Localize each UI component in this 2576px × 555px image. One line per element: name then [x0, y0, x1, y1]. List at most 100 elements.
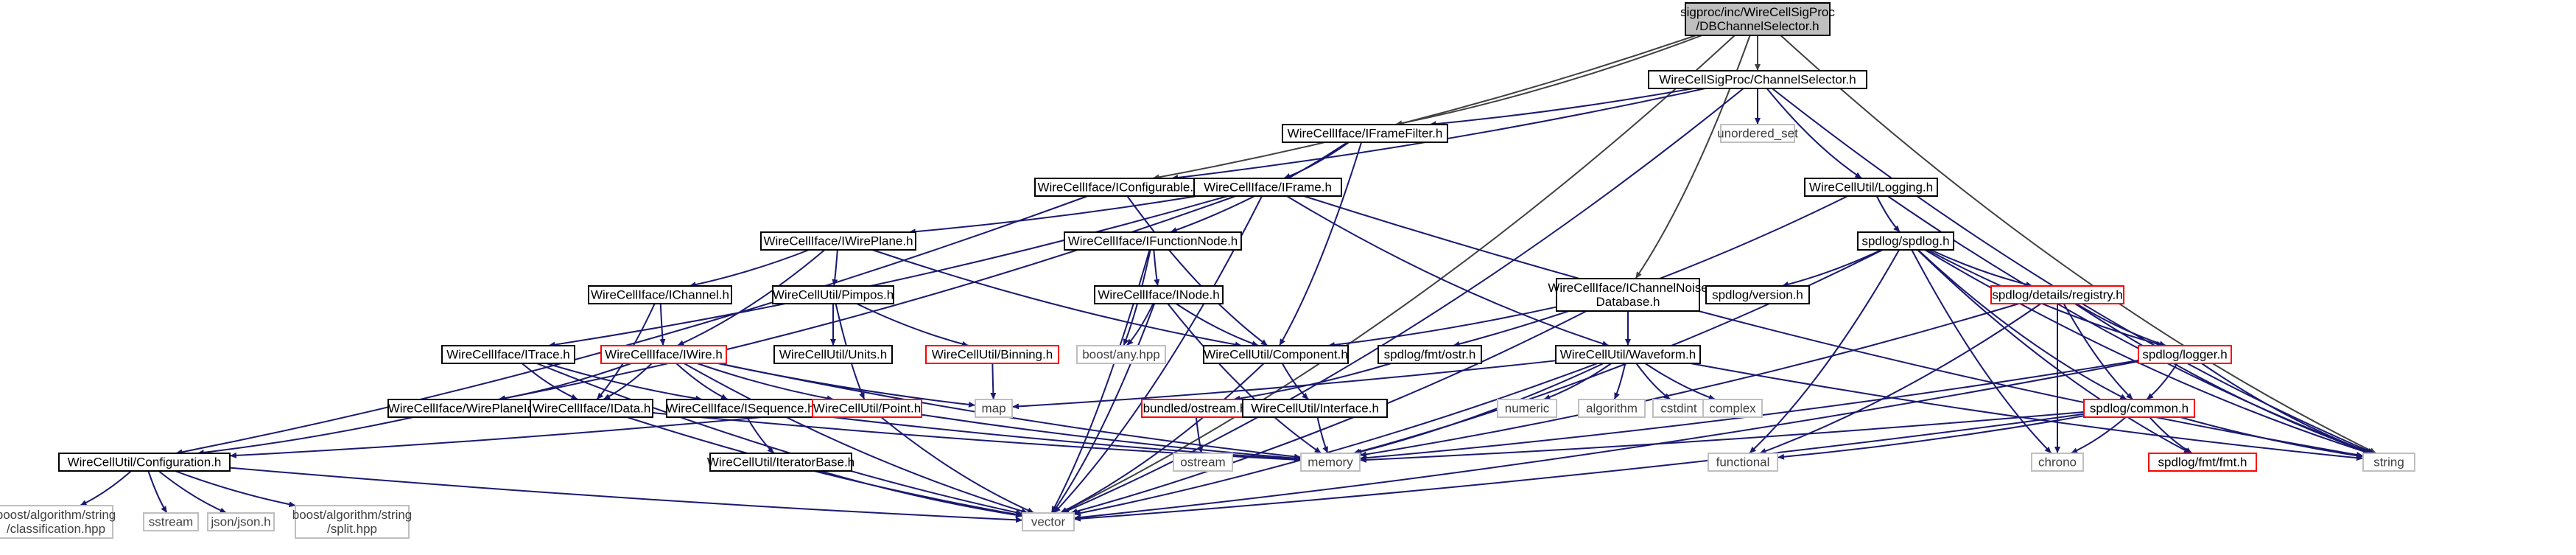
- edge-root-to-string: [1780, 35, 2377, 454]
- edge-iframe-to-string: [1303, 195, 2364, 458]
- node-box-units: [773, 345, 893, 364]
- edge-ichnoisedb-to-component: [1327, 306, 1557, 348]
- node-box-spdlog: [1857, 231, 1954, 251]
- node-iframefilter[interactable]: WireCellIface/IFrameFilter.h: [1282, 124, 1448, 143]
- node-chsel[interactable]: WireCellSigProc/ChannelSelector.h: [1648, 70, 1867, 89]
- edge-logging-to-spdlog: [1875, 195, 1901, 233]
- node-label-iteratorbase: WireCellUtil/IteratorBase.h: [707, 455, 854, 470]
- edge-spdlog-to-logger: [1927, 249, 2163, 347]
- node-label-iwireplane: WireCellIface/IWirePlane.h: [763, 234, 913, 248]
- edge-waveform-to-algorithm: [1613, 363, 1626, 400]
- node-label-classification: /classification.hpp: [7, 522, 105, 536]
- node-configuration[interactable]: WireCellUtil/Configuration.h: [58, 453, 231, 472]
- node-iwireplaneid[interactable]: WireCellIface/WirePlaneId.h: [387, 399, 545, 418]
- node-label-itrace: WireCellIface/ITrace.h: [446, 348, 570, 362]
- edge-interface-to-memory: [1316, 416, 1329, 454]
- edge-spdlog-to-functional: [1749, 249, 1901, 454]
- edge-iwire-to-point: [697, 363, 834, 402]
- node-iwireplane[interactable]: WireCellIface/IWirePlane.h: [760, 231, 916, 251]
- edge-chsel-to-vector: [1061, 88, 1744, 514]
- node-box-iconfigurable: [1034, 178, 1204, 197]
- node-ostream: ostream: [1173, 453, 1233, 472]
- edge-chsel-to-iframefilter: [1429, 88, 1694, 128]
- node-idata[interactable]: WireCellIface/IData.h: [530, 399, 653, 418]
- node-algorithm: algorithm: [1578, 399, 1646, 418]
- node-ifunctionnode[interactable]: WireCellIface/IFunctionNode.h: [1064, 231, 1242, 251]
- node-binning[interactable]: WireCellUtil/Binning.h: [925, 345, 1059, 364]
- node-box-pimpos: [772, 285, 894, 304]
- edge-waveform-to-numeric: [1543, 363, 1612, 400]
- edge-spdlog-to-chrono: [1911, 249, 2052, 454]
- node-box-component: [1203, 345, 1349, 364]
- node-label-map: map: [981, 402, 1006, 416]
- node-label-root: /DBChannelSelector.h: [1696, 19, 1819, 33]
- node-iteratorbase[interactable]: WireCellUtil/IteratorBase.h: [707, 453, 854, 472]
- node-ichannel[interactable]: WireCellIface/IChannel.h: [588, 285, 732, 304]
- edge-iteratorbase-to-vector: [820, 470, 1023, 518]
- edge-iwire-to-iwireplaneid: [498, 363, 632, 402]
- node-ostr[interactable]: spdlog/fmt/ostr.h: [1378, 345, 1482, 364]
- node-iwire[interactable]: WireCellIface/IWire.h: [600, 345, 727, 364]
- node-bundledostream[interactable]: bundled/ostream.h: [1141, 399, 1249, 418]
- edge-configuration-to-classification: [80, 470, 132, 506]
- node-label-iframefilter: WireCellIface/IFrameFilter.h: [1288, 127, 1443, 141]
- node-root[interactable]: sigproc/inc/WireCellSigProc/DBChannelSel…: [1680, 2, 1835, 36]
- node-point[interactable]: WireCellUtil/Point.h: [812, 399, 922, 418]
- edge-configuration-to-vector: [229, 467, 1023, 523]
- node-common[interactable]: spdlog/common.h: [2083, 399, 2195, 418]
- node-interface[interactable]: WireCellUtil/Interface.h: [1242, 399, 1388, 418]
- edge-component-to-interface: [1281, 363, 1309, 400]
- node-label-spdlogversion: spdlog/version.h: [1712, 288, 1803, 302]
- edge-itrace-to-isequence: [546, 363, 703, 402]
- node-isequence[interactable]: WireCellIface/ISequence.h: [666, 399, 815, 418]
- node-iconfigurable[interactable]: WireCellIface/IConfigurable.h: [1034, 178, 1204, 197]
- node-box-string: [2362, 453, 2415, 472]
- node-box-ostr: [1378, 345, 1482, 364]
- node-sstream: sstream: [143, 512, 199, 531]
- node-logger[interactable]: spdlog/logger.h: [2138, 345, 2232, 364]
- node-box-unordered_set: [1720, 124, 1795, 143]
- node-box-bundledostream: [1141, 399, 1249, 418]
- node-inode[interactable]: WireCellIface/INode.h: [1094, 285, 1224, 304]
- node-logging[interactable]: WireCellUtil/Logging.h: [1804, 178, 1938, 197]
- node-chrono: chrono: [2031, 453, 2084, 472]
- node-unordered_set: unordered_set: [1717, 124, 1798, 143]
- edge-waveform-to-memory: [1354, 363, 1604, 455]
- node-label-chrono: chrono: [2038, 455, 2077, 470]
- node-iframe[interactable]: WireCellIface/IFrame.h: [1193, 178, 1342, 197]
- node-box-boostany: [1076, 345, 1166, 364]
- node-box-iteratorbase: [709, 453, 852, 472]
- node-functional: functional: [1708, 453, 1778, 472]
- node-component[interactable]: WireCellUtil/Component.h: [1203, 345, 1349, 364]
- node-spdlog[interactable]: spdlog/spdlog.h: [1857, 231, 1954, 251]
- node-box-vector: [1022, 512, 1075, 531]
- edge-ichnoisedb-to-vector: [1070, 310, 1587, 514]
- node-itrace[interactable]: WireCellIface/ITrace.h: [441, 345, 575, 364]
- node-spdlogversion[interactable]: spdlog/version.h: [1705, 285, 1810, 304]
- node-label-spdlog: spdlog/spdlog.h: [1861, 234, 1949, 248]
- node-box-classification: [0, 505, 113, 539]
- node-label-isequence: WireCellIface/ISequence.h: [666, 402, 814, 416]
- node-label-logger: spdlog/logger.h: [2142, 348, 2227, 362]
- node-fmt[interactable]: spdlog/fmt/fmt.h: [2148, 453, 2257, 472]
- node-box-logging: [1804, 178, 1938, 197]
- node-label-iconfigurable: WireCellIface/IConfigurable.h: [1037, 181, 1200, 195]
- node-waveform[interactable]: WireCellUtil/Waveform.h: [1555, 345, 1701, 364]
- edge-configuration-to-split: [175, 470, 296, 508]
- node-pimpos[interactable]: WireCellUtil/Pimpos.h: [772, 285, 894, 304]
- edge-common-to-vector: [1073, 413, 2085, 522]
- edge-inode-to-component: [1176, 303, 1259, 346]
- node-box-ostream: [1173, 453, 1233, 472]
- node-label-inode: WireCellIface/INode.h: [1098, 288, 1219, 302]
- node-box-idata: [530, 399, 653, 418]
- node-box-configuration: [58, 453, 231, 472]
- edge-waveform-to-cstdint: [1635, 363, 1671, 400]
- node-split: boost/algorithm/string/split.hpp: [292, 505, 412, 539]
- node-registry[interactable]: spdlog/details/registry.h: [1990, 285, 2124, 304]
- edge-iframefilter-to-component: [1278, 142, 1363, 346]
- edge-spdlog-to-string: [1924, 249, 2370, 455]
- node-units[interactable]: WireCellUtil/Units.h: [773, 345, 893, 364]
- node-json: json/json.h: [207, 512, 275, 531]
